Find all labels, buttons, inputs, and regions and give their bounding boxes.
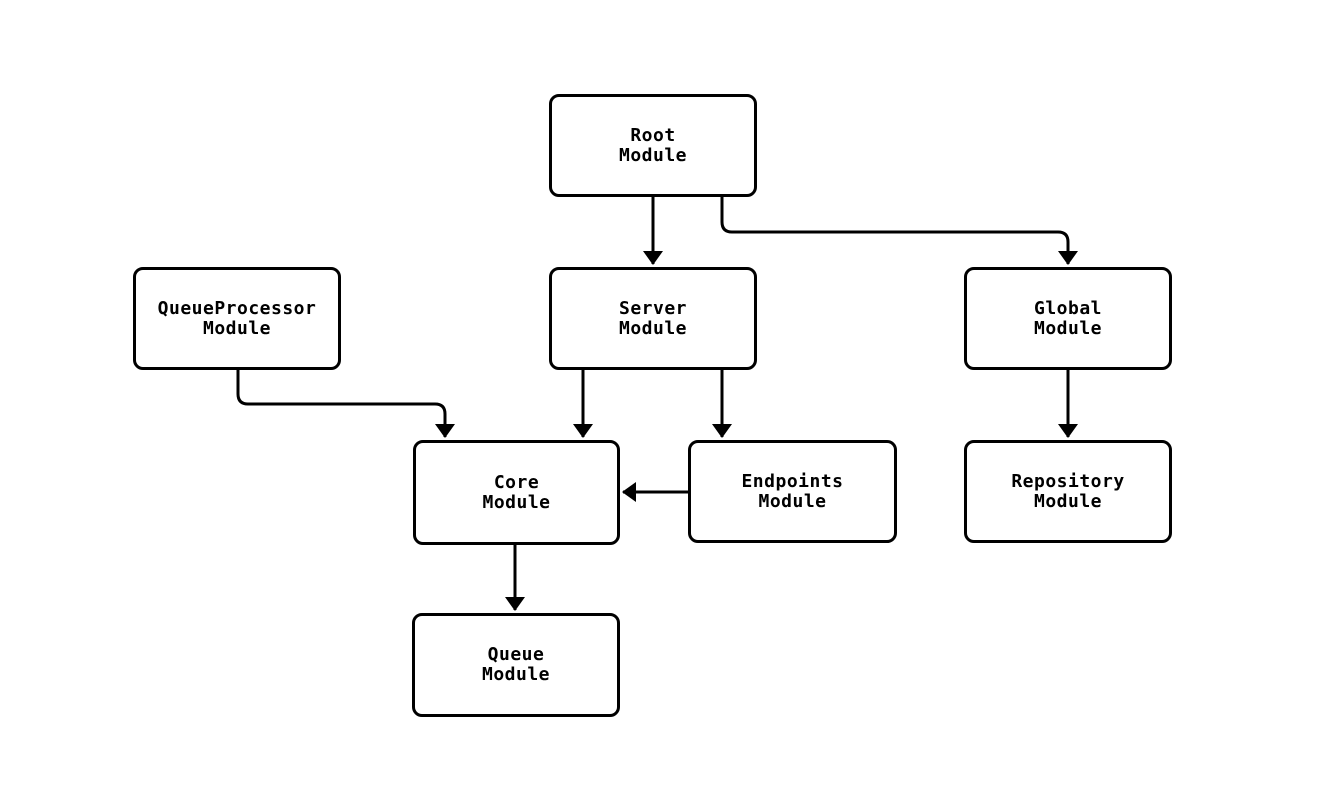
edge-root-to-global bbox=[720, 197, 1078, 265]
node-queue-module: Queue Module bbox=[412, 613, 620, 717]
node-label: Module bbox=[481, 664, 551, 685]
node-label: Global bbox=[1033, 297, 1103, 319]
node-label: Endpoints bbox=[741, 470, 844, 492]
node-label: QueueProcessor bbox=[157, 297, 317, 319]
edge-queueprocessor-to-core bbox=[236, 370, 455, 438]
node-core-module: Core Module bbox=[413, 440, 620, 545]
node-endpoints-module: Endpoints Module bbox=[688, 440, 897, 543]
node-label: Module bbox=[1033, 490, 1103, 512]
node-label: Root bbox=[630, 124, 676, 146]
node-label: Queue bbox=[487, 644, 545, 665]
node-label: Repository bbox=[1011, 470, 1125, 492]
node-label: Module bbox=[1033, 317, 1103, 339]
node-label: Module bbox=[482, 491, 551, 513]
node-label: Module bbox=[618, 317, 688, 339]
node-server-module: Server Module bbox=[549, 267, 757, 370]
node-label: Module bbox=[202, 317, 272, 339]
node-label: Module bbox=[618, 144, 688, 166]
node-repository-module: Repository Module bbox=[964, 440, 1172, 543]
node-label: Core bbox=[493, 471, 540, 493]
node-label: Server bbox=[618, 297, 688, 319]
node-queueprocessor-module: QueueProcessor Module bbox=[133, 267, 341, 370]
node-global-module: Global Module bbox=[964, 267, 1172, 370]
node-root-module: Root Module bbox=[549, 94, 757, 197]
node-label: Module bbox=[758, 490, 827, 512]
